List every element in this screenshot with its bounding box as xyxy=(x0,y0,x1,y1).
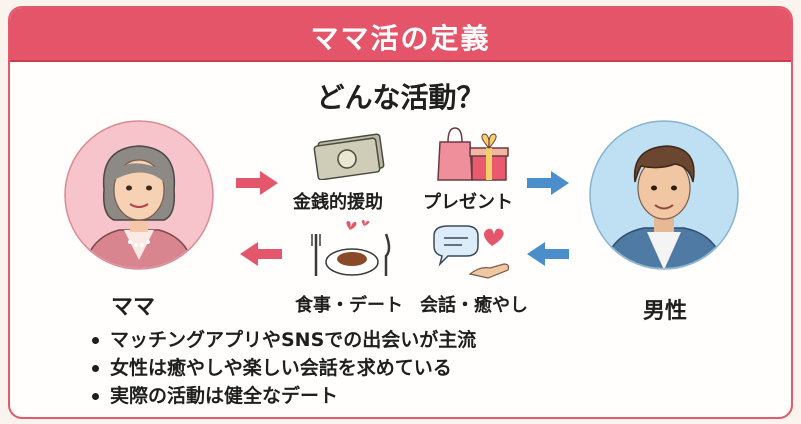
talk-label: 会話・癒やし xyxy=(420,295,528,316)
bullet-item: 女性は癒やしや楽しい会話を求めている xyxy=(88,354,476,382)
arrow-right-red xyxy=(236,171,278,195)
definition-card: ママ活の定義 どんな活動？ xyxy=(8,6,793,419)
banner-title: ママ活の定義 xyxy=(310,22,491,55)
meal-label: 食事・デート xyxy=(295,295,403,316)
arrow-left-red xyxy=(240,242,282,266)
conversation-icon xyxy=(433,225,510,279)
arrow-right-blue xyxy=(527,171,569,195)
present-label: プレゼント xyxy=(423,192,513,213)
question-heading: どんな活動？ xyxy=(316,81,485,114)
gift-icon xyxy=(437,127,509,181)
mama-avatar xyxy=(64,120,214,270)
arrow-left-blue xyxy=(527,242,569,266)
bullet-list: マッチングアプリやSNSでの出会いが主流 女性は癒やしや楽しい会話を求めている … xyxy=(88,326,476,410)
meal-icon xyxy=(311,220,391,276)
man-name: 男性 xyxy=(643,299,688,324)
bullet-item: マッチングアプリやSNSでの出会いが主流 xyxy=(88,326,476,354)
money-icon xyxy=(313,133,385,180)
title-banner: ママ活の定義 xyxy=(10,8,791,62)
bullet-item: 実際の活動は健全なデート xyxy=(88,382,476,410)
man-avatar xyxy=(589,120,739,270)
money-label: 金銭的援助 xyxy=(293,192,383,213)
mama-name: ママ xyxy=(111,295,156,320)
